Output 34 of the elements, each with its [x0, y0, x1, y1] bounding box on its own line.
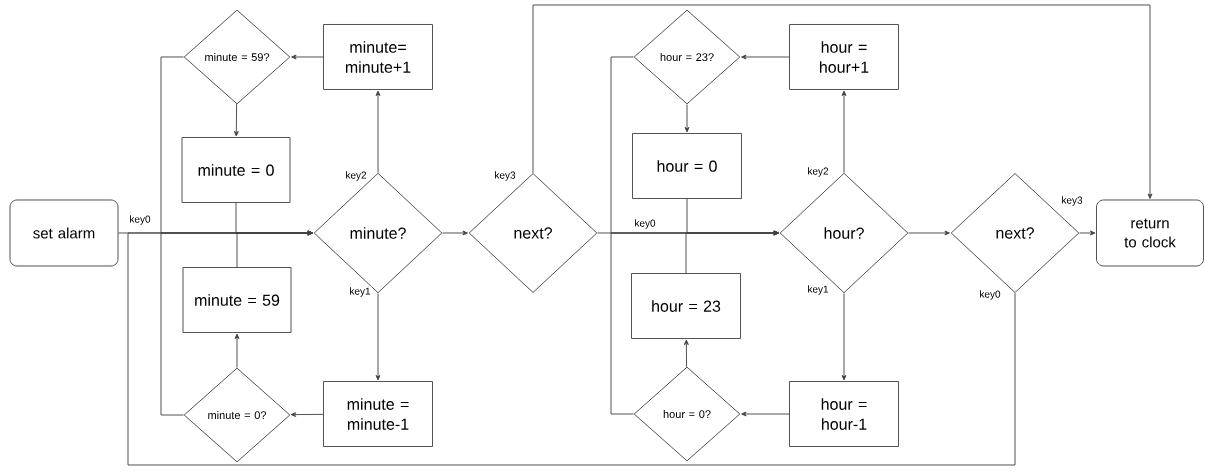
edge-label: key1 — [348, 286, 372, 298]
process-box: minute= minute+1 — [323, 24, 433, 90]
process-box: hour = hour+1 — [789, 24, 899, 90]
process-box: hour = 0 — [632, 133, 742, 199]
edge-label: key0 — [128, 214, 152, 226]
arrow — [741, 411, 790, 417]
terminal-box: return to clock — [1096, 199, 1204, 267]
process-box: minute = 59 — [182, 267, 292, 333]
edge-label: key3 — [493, 170, 517, 182]
arrow — [908, 230, 950, 236]
arrow — [841, 90, 847, 174]
arrow — [1079, 230, 1096, 236]
arrow — [291, 54, 324, 60]
edge-label: key0 — [633, 218, 657, 230]
terminal-box: set alarm — [9, 199, 119, 267]
arrow — [127, 230, 1016, 466]
edge-label: key1 — [806, 284, 830, 296]
process-box: hour = hour-1 — [789, 381, 899, 447]
arrow — [684, 104, 690, 133]
arrow — [741, 54, 790, 60]
arrow — [532, 4, 1153, 199]
arrow — [233, 103, 239, 137]
arrow — [234, 333, 240, 368]
arrow — [610, 230, 779, 415]
arrow — [375, 90, 381, 174]
arrow — [841, 292, 847, 381]
arrow — [290, 412, 324, 417]
process-box: minute = 0 — [181, 137, 291, 203]
process-box: minute = minute-1 — [323, 381, 433, 447]
arrow — [683, 339, 689, 368]
edge-label: key2 — [344, 170, 368, 182]
arrow — [375, 292, 381, 381]
arrow — [442, 230, 468, 236]
process-box: hour = 23 — [631, 273, 741, 339]
